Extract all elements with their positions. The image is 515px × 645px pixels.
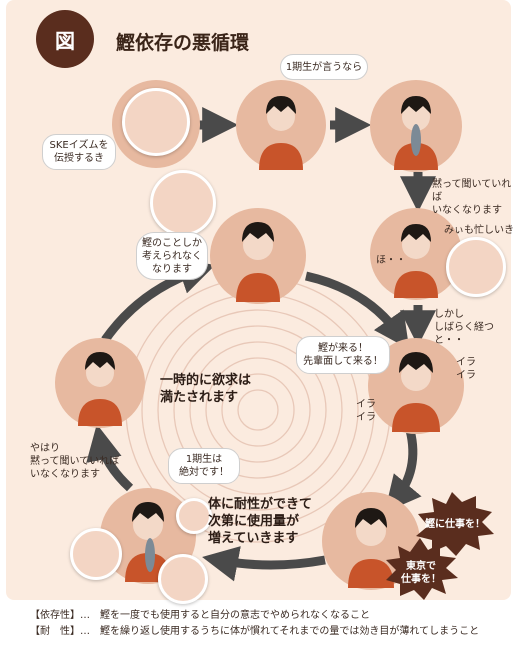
photo-ske-member [122,88,190,156]
speech-bubble-katsuo-kuru: 鰹が来る！ 先輩面して来る！ [296,336,390,374]
label-yahari: やはり 黙って聞いていれば いなくなります [30,443,120,480]
speech-bubble-katsuo-only: 鰹のことしか 考えられなく なります [136,232,208,280]
label-shikashi: しかし しばらく経つと・・ [434,309,494,346]
arrow-left-down-curve [86,424,134,492]
burst-shigoto-1 [416,492,494,556]
cartoon-person-2 [394,96,438,170]
cartoon-person-4 [236,222,280,302]
label-miimo: みぃも忙しいき [444,225,514,236]
arrow-right-curve [384,428,422,513]
footnote-key: 【耐 性】… [30,626,90,637]
figure-badge: 図 [36,10,94,68]
label-ira-left: イラ イラ [356,399,376,423]
footnote-tolerance: 【耐 性】… 鰹を繰り返し使用するうちに体が慣れてそれまでの量では効き目が薄れてし… [30,622,479,637]
footnote-text: 鰹を一度でも使用すると自分の意志でやめられなくなること [100,610,370,621]
photo-bottom-left [70,528,122,580]
cartoon-person-3 [394,224,438,298]
label-damatte: 黙って聞いていれば いなくなります [432,179,512,216]
label-ho: ほ・・ [376,255,406,266]
photo-blue-hat [176,498,212,534]
label-taisei: 体に耐性ができて 次第に使用量が 増えていきます [208,497,313,546]
burst-label-2: 東京で 仕事を！ [401,561,441,585]
cartoon-person-6 [392,352,440,432]
footnote-key: 【依存性】… [30,610,90,621]
speech-bubble-ichiki-says: 1期生が言うなら [280,54,368,80]
photo-swimsuit [158,554,208,604]
footnote-text: 鰹を繰り返し使用するうちに体が慣れてそれまでの量では効き目が薄れてしまうこと [100,626,480,637]
burst-shigoto-2 [386,538,458,600]
cartoon-person-8 [125,502,171,582]
cartoon-person-1 [259,96,303,170]
arrow-bottom-curve [202,546,326,582]
arrow-top-curve [305,271,410,350]
label-ichijiteki: 一時的に欲求は 満たされます [160,373,252,405]
speech-bubble-ske: SKEイズムを 伝授するき [42,134,116,170]
page-title: 鰹依存の悪循環 [116,32,250,54]
speech-bubble-ichiki-zettai: 1期生は 絶対です！ [168,448,240,484]
photo-miimo [446,237,506,297]
burst-label-1: 鰹に仕事を！ [425,519,485,530]
footnote-dependence: 【依存性】… 鰹を一度でも使用すると自分の意志でやめられなくなること [30,606,370,621]
cartoon-person-7 [348,508,394,588]
cartoon-person-5 [78,352,122,426]
label-ira-right: イラ イラ [456,357,476,381]
